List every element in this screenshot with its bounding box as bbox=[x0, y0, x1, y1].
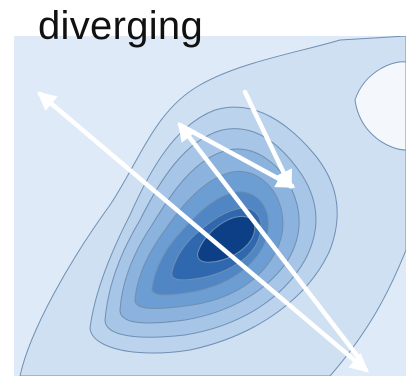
contour-field bbox=[14, 36, 406, 376]
figure-title: diverging bbox=[38, 2, 203, 50]
